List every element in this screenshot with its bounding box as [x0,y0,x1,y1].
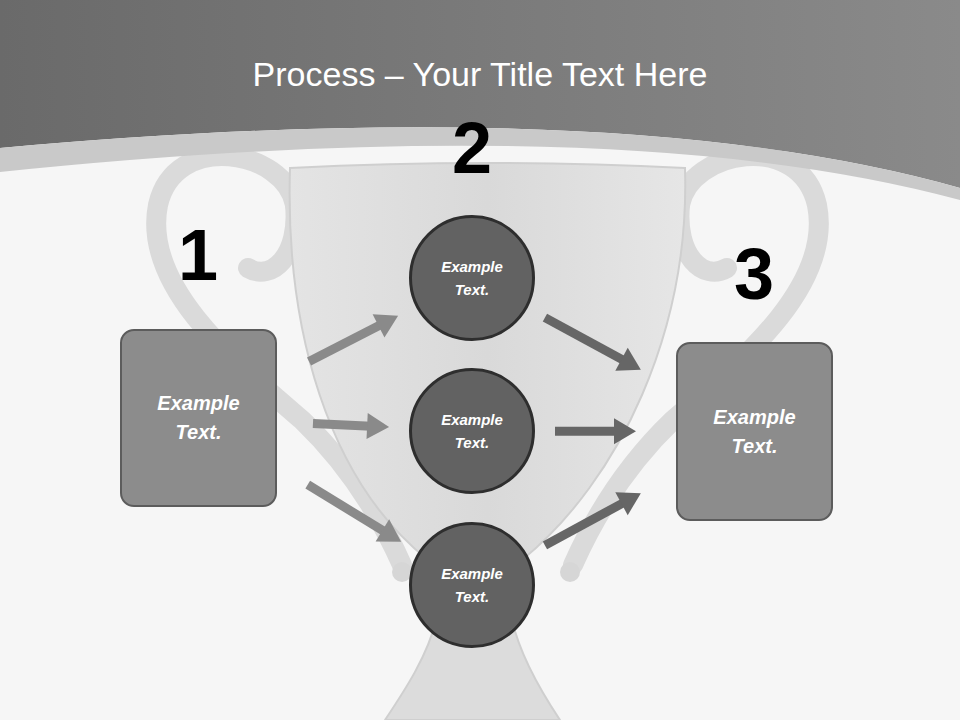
node-text: Example Text. [429,408,515,454]
arrow-head [615,492,641,515]
flow-arrow [545,492,641,545]
circle-outline [409,368,535,494]
arrow-shaft [313,423,371,426]
node-text: Example Text. [429,562,515,608]
flow-arrow [308,485,401,542]
arrow-head [376,519,402,542]
slide-title: Process – Your Title Text Here [0,52,960,96]
circle-outline [409,215,535,341]
flow-arrow [545,318,641,371]
process-circle: Example Text. [409,368,535,494]
arrow-head [614,418,636,444]
flow-arrow [309,314,398,361]
arrow-head [615,348,641,371]
arrow-shaft [545,318,625,362]
flow-arrow [313,413,389,439]
circle-outline [409,522,535,648]
process-box: Example Text. [120,329,277,507]
node-text: Example Text. [429,255,515,301]
arrow-shaft [309,324,382,361]
callout-number: 3 [714,234,794,314]
flow-arrow [555,418,636,444]
arrow-shaft [555,427,618,436]
arrow-shaft [545,502,625,546]
arrow-head [373,314,399,337]
callout-number: 1 [158,215,238,295]
node-text: Example Text. [139,389,259,447]
callout-number: 2 [432,108,512,188]
process-box: Example Text. [676,342,833,521]
process-circle: Example Text. [409,215,535,341]
arrow-shaft [308,485,386,533]
arrow-head [367,413,390,439]
node-text: Example Text. [695,403,815,461]
process-circle: Example Text. [409,522,535,648]
